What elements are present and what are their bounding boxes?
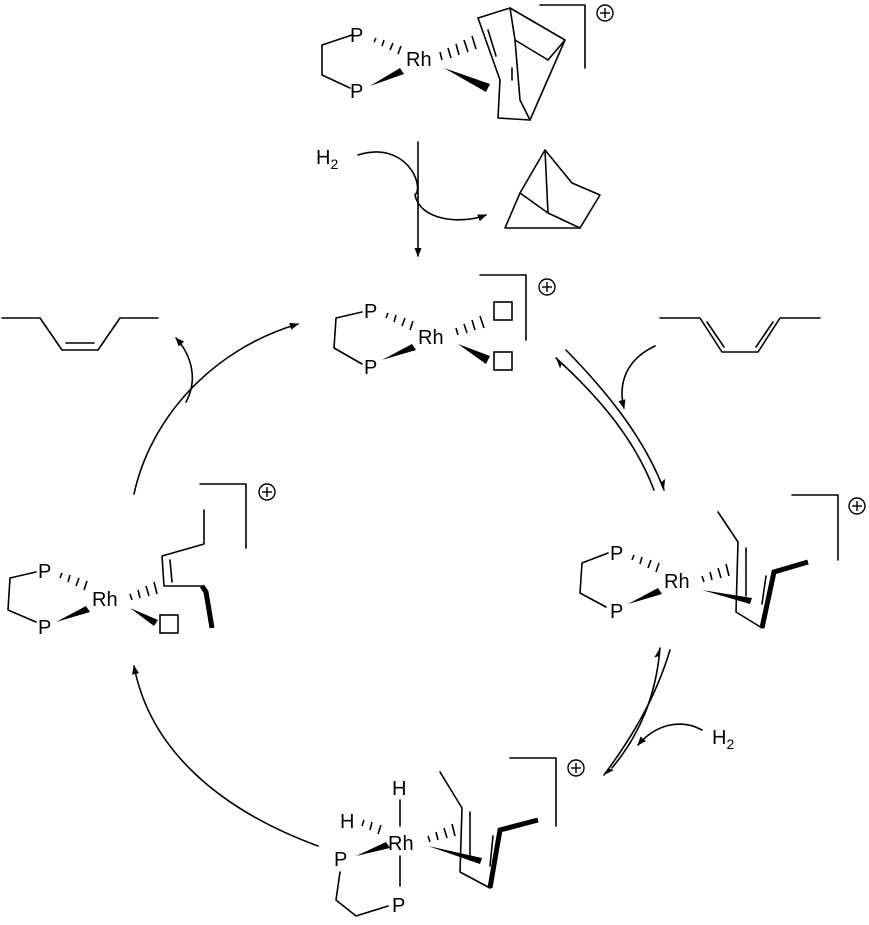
bracket xyxy=(479,274,527,341)
vacant-site-icon xyxy=(493,351,513,371)
double-bond xyxy=(706,321,725,348)
hashed-bond xyxy=(427,823,456,843)
phosphorus-atom: P xyxy=(334,849,347,871)
bracket xyxy=(539,4,586,69)
vacant-site-icon xyxy=(159,614,179,634)
charge-icon xyxy=(596,4,614,22)
hashed-bond xyxy=(631,554,660,573)
bracket xyxy=(199,483,247,549)
phosphorus-atom: P xyxy=(364,301,377,323)
phosphorus-atom: P xyxy=(38,561,51,583)
phosphorus-atom: P xyxy=(610,601,623,623)
phosphorus-atom: P xyxy=(350,25,363,47)
wedge-bond xyxy=(356,842,390,856)
wedge-bond xyxy=(428,846,482,864)
cycle-arrow xyxy=(133,322,299,495)
charge-icon xyxy=(567,759,585,777)
rhodium-atom: Rh xyxy=(406,49,432,71)
phosphorus-atom: P xyxy=(610,543,623,565)
double-bond xyxy=(755,321,774,348)
hashed-bond xyxy=(59,572,88,591)
alkene-complex: P P Rh xyxy=(7,483,276,639)
charge-icon xyxy=(848,497,866,515)
phosphorus-atom: P xyxy=(392,895,405,917)
hashed-bond xyxy=(361,819,382,835)
wedge-bond xyxy=(370,68,404,86)
equilibrium-arrow xyxy=(555,349,666,491)
wedge-bond xyxy=(458,344,490,364)
wedge-bond xyxy=(444,68,490,92)
bracket xyxy=(509,757,557,827)
precatalyst-complex: P P Rh xyxy=(321,4,614,121)
vacant-site-icon xyxy=(493,301,513,321)
hashed-bond xyxy=(701,563,730,583)
diphosphine-backbone xyxy=(333,311,363,365)
wedge-bond xyxy=(130,608,158,626)
cycle-arrow xyxy=(131,665,319,847)
diphosphine-backbone xyxy=(321,34,353,89)
rhodium-atom: Rh xyxy=(92,589,118,611)
active-catalyst-complex: P P Rh xyxy=(333,274,556,379)
curved-arrow xyxy=(357,151,487,222)
rhodium-atom: Rh xyxy=(418,327,444,349)
curved-arrow xyxy=(637,723,703,746)
diene-complex: P P Rh xyxy=(579,494,866,629)
equilibrium-arrow xyxy=(603,647,671,776)
hexadiene-substrate xyxy=(659,317,821,353)
diene-ligand xyxy=(439,771,539,889)
diphosphine-backbone xyxy=(579,552,609,608)
bracket xyxy=(791,494,839,561)
wedge-bond xyxy=(56,606,90,622)
wedge-bond xyxy=(382,344,416,360)
charge-icon xyxy=(538,278,556,296)
hexene-product xyxy=(1,317,159,351)
phosphorus-atom: P xyxy=(350,81,363,103)
rhodium-atom: Rh xyxy=(388,833,414,855)
alkene-ligand xyxy=(161,509,215,629)
wedge-bond xyxy=(628,588,662,604)
wedge-bond xyxy=(702,590,752,604)
charge-icon xyxy=(258,483,276,501)
hydrogen-atom: H xyxy=(392,778,406,800)
hashed-bond xyxy=(373,37,402,55)
hashed-bond xyxy=(129,581,158,601)
diene-ligand xyxy=(717,511,809,629)
curved-arrow xyxy=(175,337,194,403)
hydrogen-reagent-label: H2 xyxy=(316,147,338,172)
norbornane-product xyxy=(504,149,601,229)
activation-step: H2 xyxy=(316,141,601,257)
hydrogen-atom: H xyxy=(340,811,354,833)
norbornadiene-ligand xyxy=(477,7,566,121)
hashed-bond xyxy=(385,312,414,331)
hydrogen-reagent-label: H2 xyxy=(712,727,734,752)
hashed-bond xyxy=(455,315,485,336)
diphosphine-backbone xyxy=(335,871,389,917)
phosphorus-atom: P xyxy=(38,617,51,639)
hashed-bond xyxy=(439,35,477,61)
dihydride-complex: H H Rh P P xyxy=(334,757,585,917)
phosphorus-atom: P xyxy=(364,357,377,379)
diphosphine-backbone xyxy=(7,571,37,623)
curved-arrow xyxy=(618,345,656,409)
rhodium-atom: Rh xyxy=(664,571,690,593)
